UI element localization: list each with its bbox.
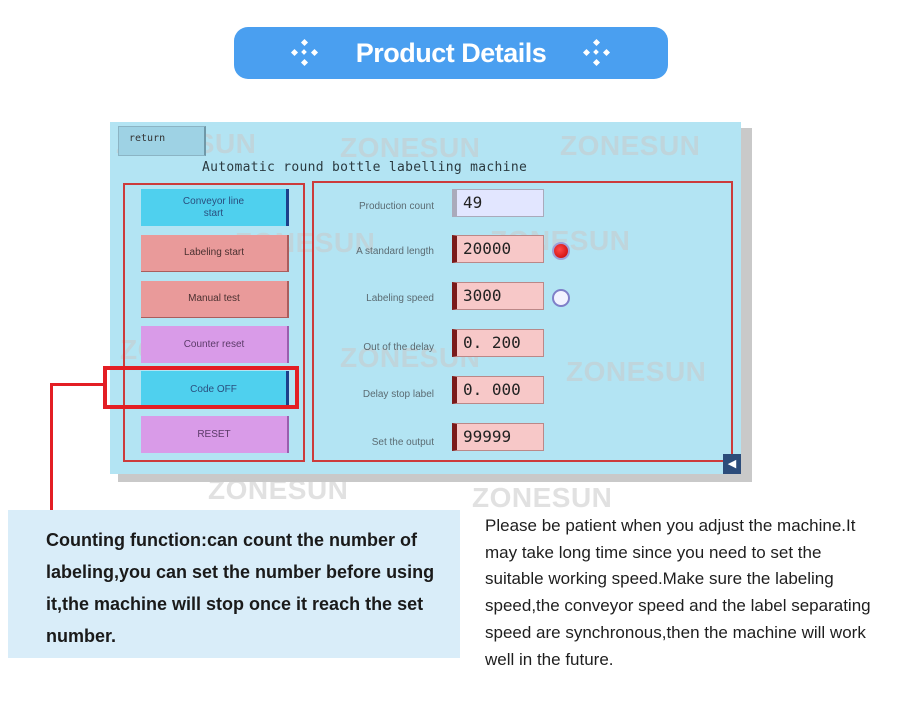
callout-text: Counting function:can count the number o… (46, 530, 435, 646)
set-output-label: Set the output (371, 437, 434, 448)
leader-line (50, 383, 53, 510)
standard-length-label: A standard length (356, 246, 434, 257)
counter-reset-button[interactable]: Counter reset (141, 326, 289, 363)
manual-test-button[interactable]: Manual test (141, 281, 289, 318)
production-count-label: Production count (358, 201, 434, 212)
out-delay-field[interactable]: 0. 200 (452, 329, 544, 357)
header-banner: Product Details (234, 27, 668, 79)
four-dots-icon (583, 38, 611, 67)
watermark: ZONESUN (566, 356, 707, 387)
watermark: ZONESUN (208, 474, 349, 505)
screen-title: Automatic round bottle labelling machine (202, 160, 528, 175)
four-dots-icon (290, 38, 318, 67)
standard-length-field[interactable]: 20000 (452, 235, 544, 263)
labeling-speed-field[interactable]: 3000 (452, 282, 544, 310)
labeling-start-button[interactable]: Labeling start (141, 235, 289, 272)
set-output-field[interactable]: 99999 (452, 423, 544, 451)
parameters-panel: Production count 49 A standard length 20… (312, 181, 733, 462)
page-title: Product Details (355, 37, 547, 68)
control-buttons-panel: Conveyor line start Labeling start Manua… (123, 183, 305, 462)
labeling-speed-indicator[interactable] (552, 289, 570, 307)
watermark: ZONESUN (340, 132, 481, 163)
out-delay-label: Out of the delay (363, 342, 434, 353)
watermark: ZONESUN (560, 130, 701, 161)
production-count-field[interactable]: 49 (452, 189, 544, 217)
delay-stop-label: Delay stop label (362, 389, 434, 400)
reset-button[interactable]: RESET (141, 416, 289, 453)
adjustment-note: Please be patient when you adjust the ma… (485, 516, 871, 669)
code-off-highlight (103, 366, 299, 409)
watermark: ZONESUN (472, 482, 613, 513)
hmi-screen: ZONESUN ZONESUN ZONESUN ZONESUN ZONESUN … (110, 122, 741, 474)
leader-line (50, 383, 104, 386)
counting-function-callout: Counting function:can count the number o… (8, 510, 460, 658)
standard-length-indicator[interactable] (552, 242, 570, 260)
delay-stop-field[interactable]: 0. 000 (452, 376, 544, 404)
labeling-speed-label: Labeling speed (366, 293, 434, 304)
conveyor-start-button[interactable]: Conveyor line start (141, 189, 289, 226)
arrow-left-icon[interactable]: ◀ (723, 454, 741, 474)
return-button[interactable]: return (118, 126, 206, 156)
code-off-button[interactable]: Code OFF (141, 371, 289, 408)
